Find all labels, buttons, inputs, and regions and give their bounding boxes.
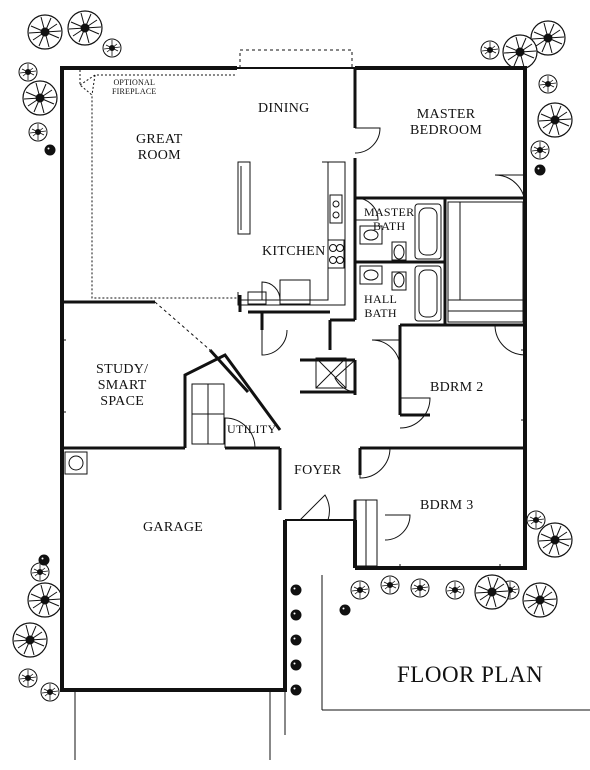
great-room-label: GREAT ROOM	[136, 132, 183, 164]
great-room-line1: GREAT	[136, 132, 183, 147]
kitchen-label: KITCHEN	[262, 244, 326, 260]
floor-plan-title: FLOOR PLAN	[397, 662, 544, 687]
master-bedroom-line1: MASTER	[416, 107, 476, 122]
master-bath-line2: BATH	[372, 219, 406, 233]
optional-fireplace-outline	[79, 70, 237, 299]
garage-label: GARAGE	[143, 520, 203, 536]
bdrm2-label: BDRM 2	[430, 380, 484, 396]
garage-text: GARAGE	[143, 520, 204, 535]
foyer-label: FOYER	[294, 463, 341, 479]
dining-bay	[239, 49, 353, 68]
kitchen-counters	[237, 161, 346, 306]
study-line3: SPACE	[100, 394, 145, 409]
bdrm3-label: BDRM 3	[420, 498, 474, 514]
dining-label: DINING	[258, 101, 310, 117]
master-bedroom-label: MASTER BEDROOM	[410, 107, 482, 139]
master-bath-line1: MASTER	[364, 205, 415, 219]
optional-fireplace-line2: FIREPLACE	[112, 87, 157, 96]
hall-bath-line2: BATH	[364, 306, 397, 320]
study-line1: STUDY/	[96, 362, 149, 377]
door-swings	[224, 127, 526, 541]
optional-fireplace-line1: OPTIONAL	[113, 78, 156, 87]
dining-text: DINING	[258, 101, 310, 116]
optional-fireplace-label: OPTIONAL FIREPLACE	[112, 78, 156, 96]
water-heater	[64, 451, 88, 475]
utility-text: UTILITY	[227, 422, 277, 436]
windows	[62, 339, 525, 568]
utility-label: UTILITY	[227, 422, 276, 436]
interior-walls	[62, 68, 525, 520]
kitchen-text: KITCHEN	[262, 244, 326, 259]
bdrm3-text: BDRM 3	[420, 498, 474, 513]
closets	[191, 201, 524, 567]
hall-bath-line1: HALL	[364, 292, 398, 306]
foyer-text: FOYER	[294, 463, 342, 478]
great-room-line2: ROOM	[137, 148, 181, 163]
bdrm2-text: BDRM 2	[430, 380, 484, 395]
study-line2: SMART	[97, 378, 147, 393]
study-label: STUDY/ SMART SPACE	[96, 362, 148, 410]
hall-bath-label: HALL BATH	[364, 292, 397, 320]
bath-fixtures	[315, 203, 442, 389]
master-bedroom-line2: BEDROOM	[410, 123, 483, 138]
master-bath-label: MASTER BATH	[364, 205, 414, 233]
